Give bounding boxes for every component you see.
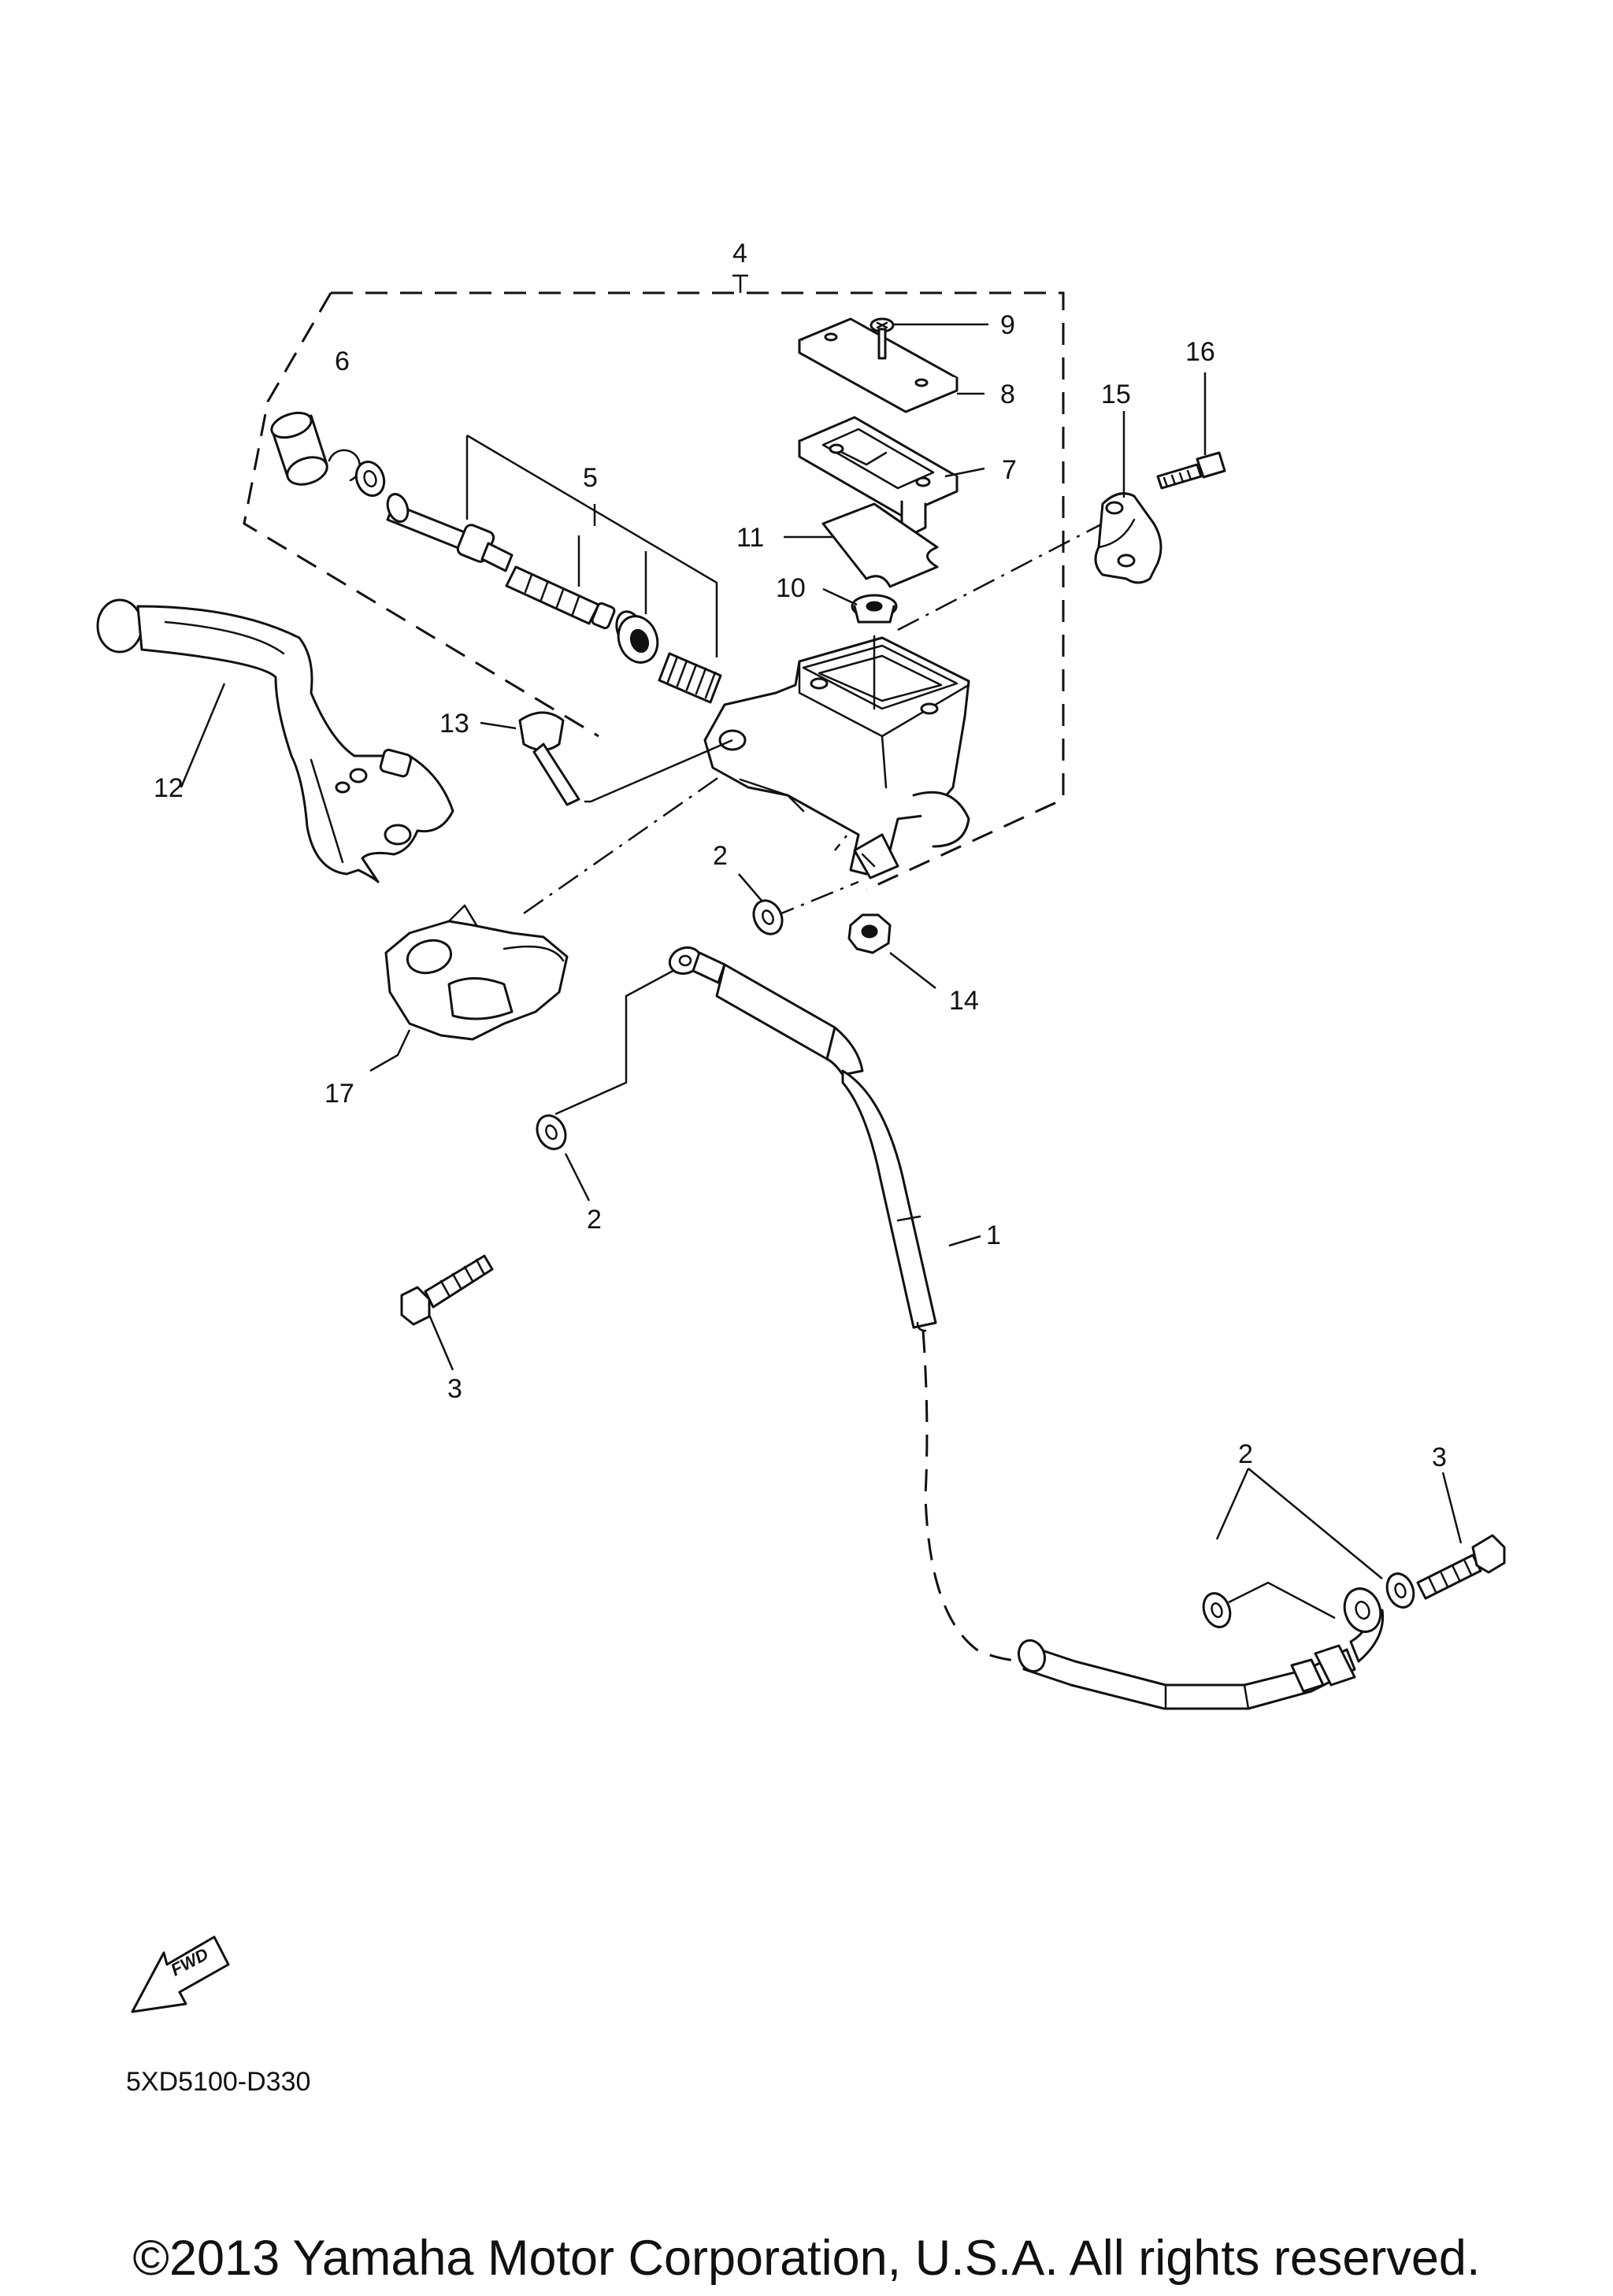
part-17-holder — [369, 904, 569, 1072]
callout-2a: 2 — [713, 841, 728, 871]
part-6-circlip — [328, 449, 386, 497]
part-5-piston-kit — [386, 434, 722, 704]
callout-9: 9 — [1000, 310, 1015, 340]
callout-4: 4 — [732, 239, 747, 268]
part-7-diaphragm-holder — [798, 416, 985, 541]
washer-2-middle — [536, 967, 678, 1202]
callout-1: 1 — [986, 1220, 1001, 1250]
washer-2-lower-pair — [1202, 1468, 1415, 1628]
callout-labels: 1 2 2 2 3 3 4 5 6 7 8 9 10 11 12 13 14 1… — [154, 239, 1447, 1472]
washer-2-upper — [738, 873, 784, 935]
part-10-float — [822, 587, 898, 624]
assembly-4-boundary — [243, 274, 1065, 891]
callout-12: 12 — [154, 773, 184, 803]
part-14-nut — [847, 913, 936, 989]
part-6-dust-boot — [270, 411, 328, 486]
part-15-clamp — [1094, 411, 1162, 584]
banjo-bolt-3-right — [1416, 1472, 1506, 1600]
copyright-notice: ©2013 Yamaha Motor Corporation, U.S.A. A… — [132, 2231, 1481, 2286]
callout-15: 15 — [1101, 380, 1131, 409]
part-16-bolt — [1156, 372, 1226, 490]
part-9-screw — [870, 317, 988, 360]
part-1-hose — [668, 946, 1385, 1710]
callout-10: 10 — [776, 573, 806, 603]
callout-2c: 2 — [1238, 1439, 1253, 1469]
callout-8: 8 — [1000, 380, 1015, 409]
callout-5: 5 — [583, 463, 598, 493]
master-cylinder-body — [703, 635, 970, 880]
callout-13: 13 — [439, 709, 469, 739]
callout-6: 6 — [335, 346, 350, 376]
callout-7: 7 — [1002, 455, 1017, 485]
part-12-lever — [96, 598, 454, 883]
callout-3a: 3 — [447, 1374, 462, 1404]
callout-14: 14 — [949, 986, 979, 1016]
part-8-reservoir-cap — [798, 317, 984, 413]
fwd-badge: FWD — [131, 1935, 230, 2013]
banjo-bolt-3-left — [400, 1254, 494, 1371]
diagram-code: 5XD5100-D330 — [126, 2067, 310, 2097]
part-13-pivot-bolt — [480, 711, 733, 806]
callout-16: 16 — [1185, 337, 1215, 367]
part-11-diaphragm — [784, 502, 939, 588]
callout-3b: 3 — [1432, 1442, 1447, 1472]
callout-17: 17 — [324, 1079, 354, 1109]
callout-2b: 2 — [587, 1205, 602, 1235]
callout-11: 11 — [736, 523, 764, 553]
